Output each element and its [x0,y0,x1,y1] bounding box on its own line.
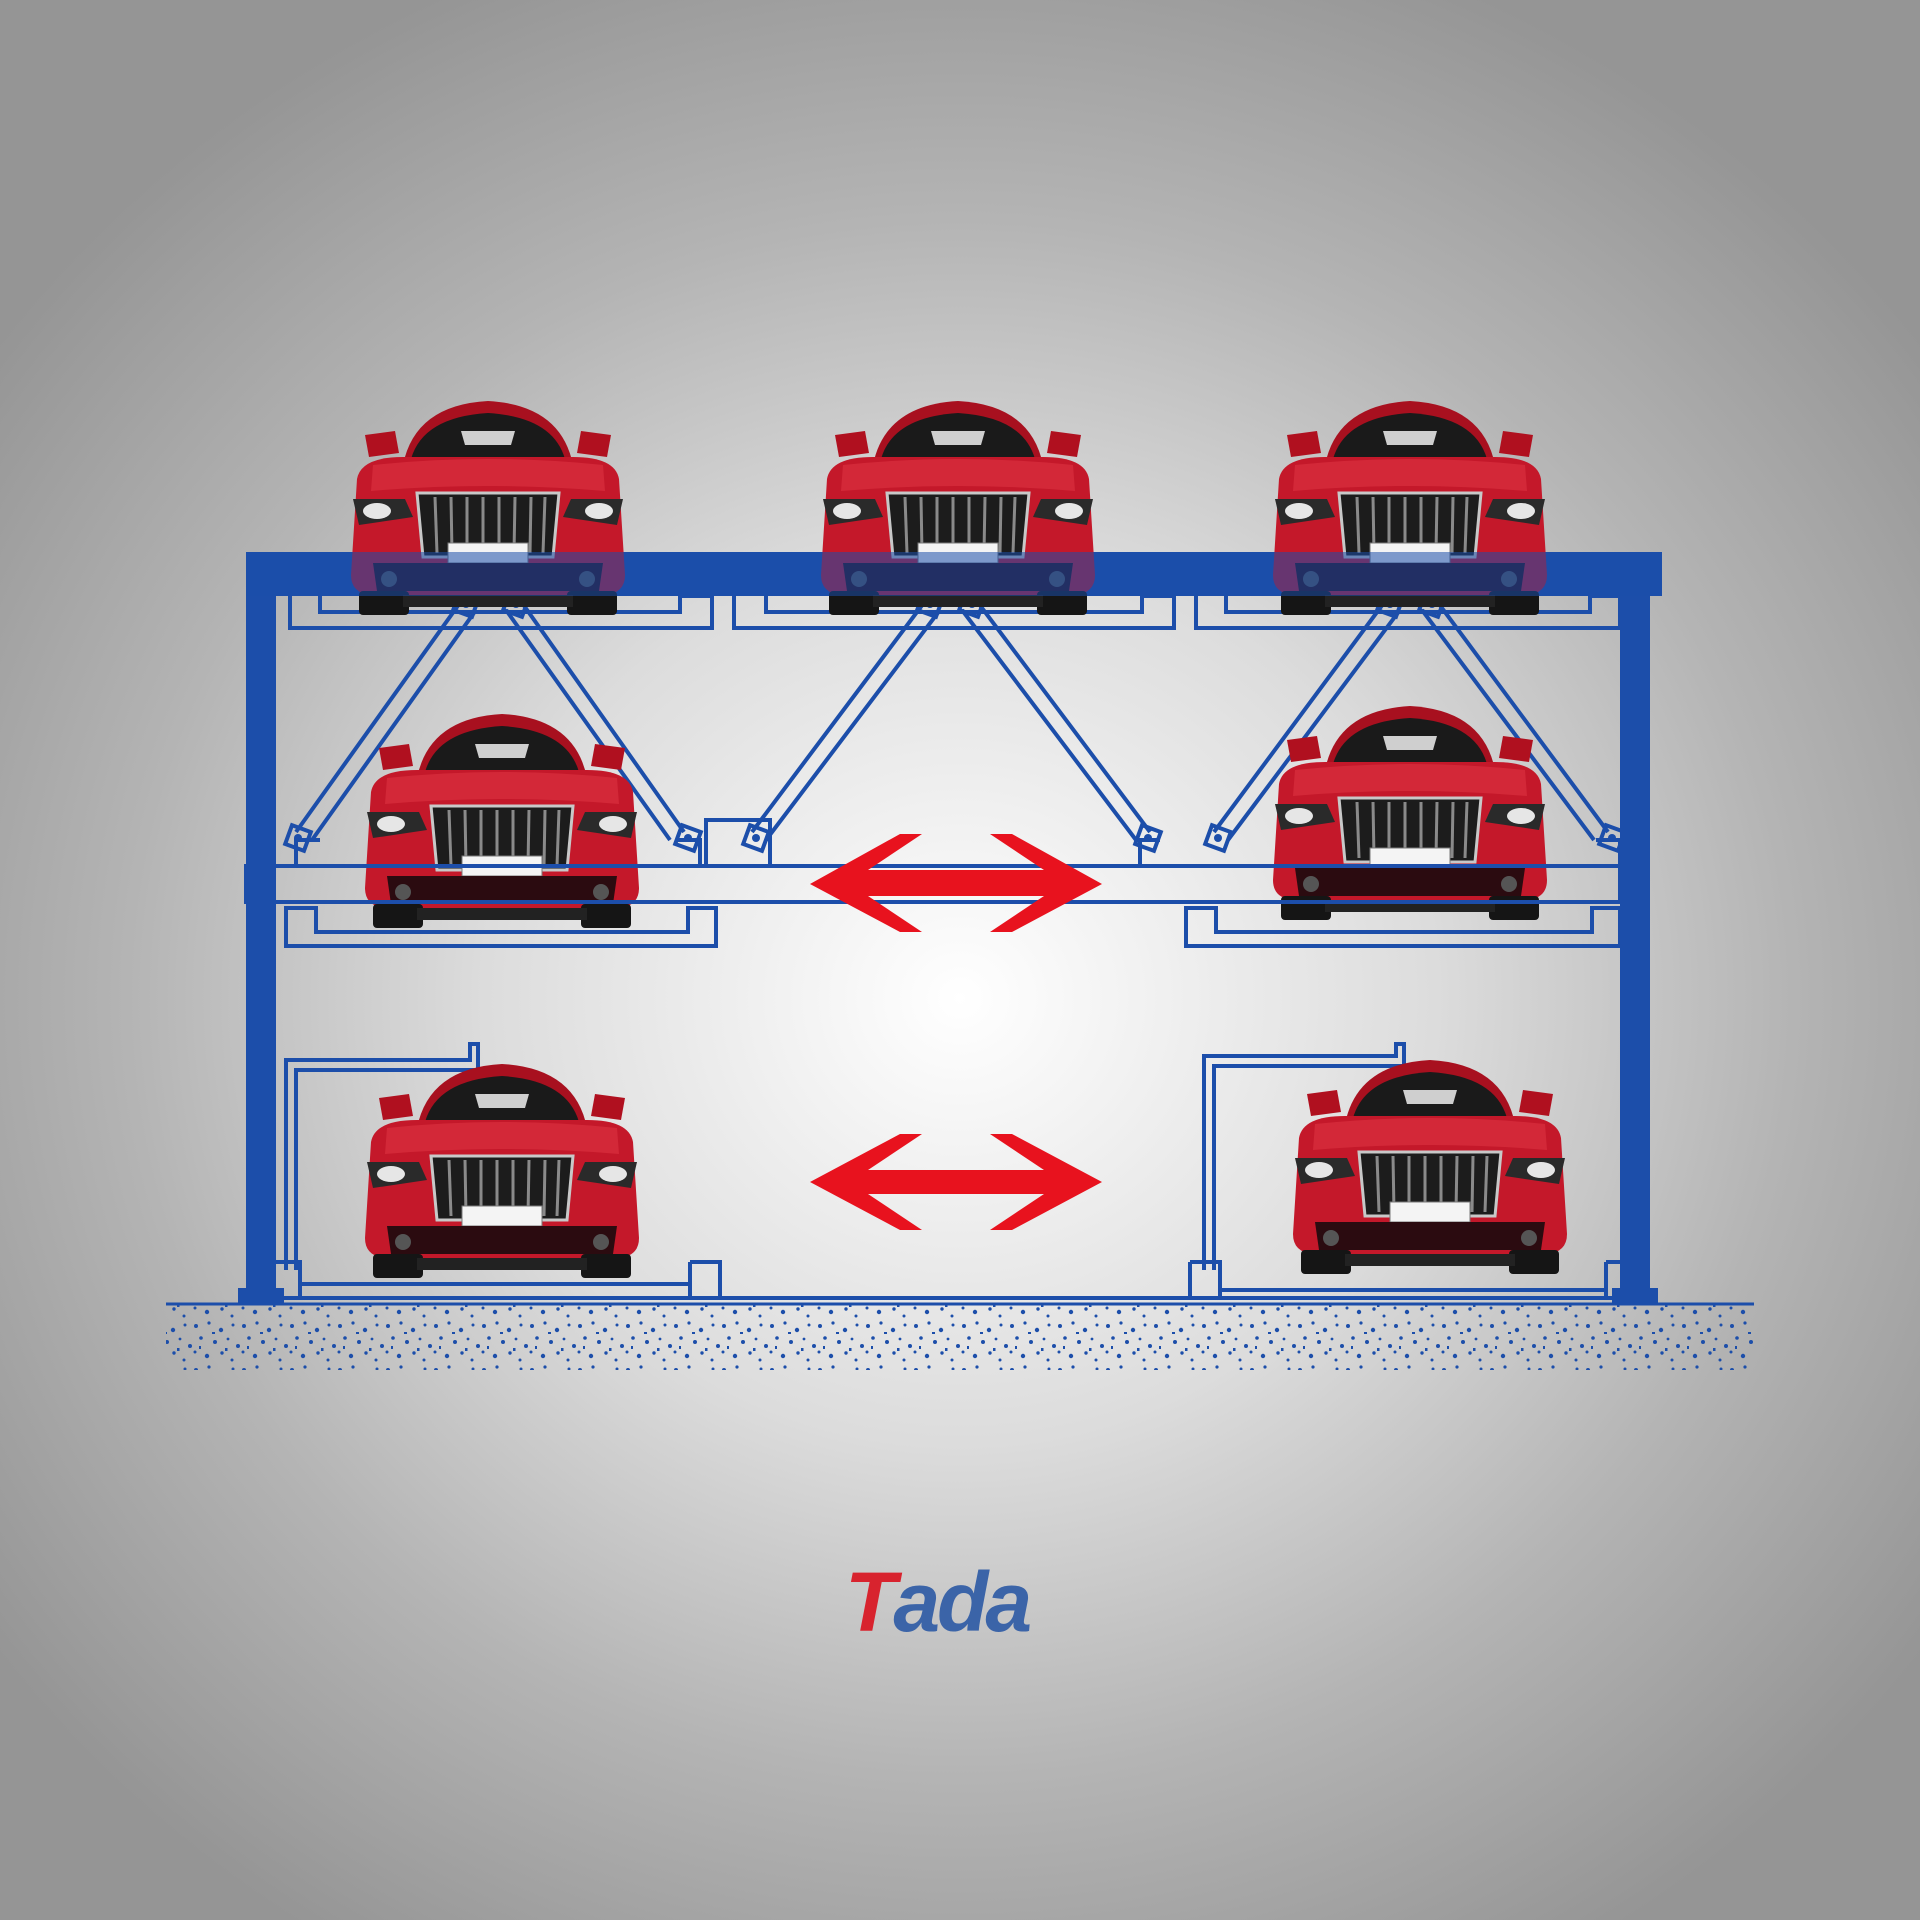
car-middle-left [363,712,641,930]
double-arrow-ground [810,1134,1102,1230]
logo-rest: ada [893,1555,1032,1649]
car-ground-left [363,1062,641,1280]
car-ground-right [1291,1058,1569,1276]
double-arrow-middle [810,834,1102,932]
ground-slab [166,1304,1754,1370]
lift-arms [294,598,1610,842]
tada-logo: Tada [845,1555,1032,1649]
logo-first-letter: T [845,1555,896,1649]
car-middle-right [1271,704,1549,922]
ground-pallets [270,1042,1636,1298]
